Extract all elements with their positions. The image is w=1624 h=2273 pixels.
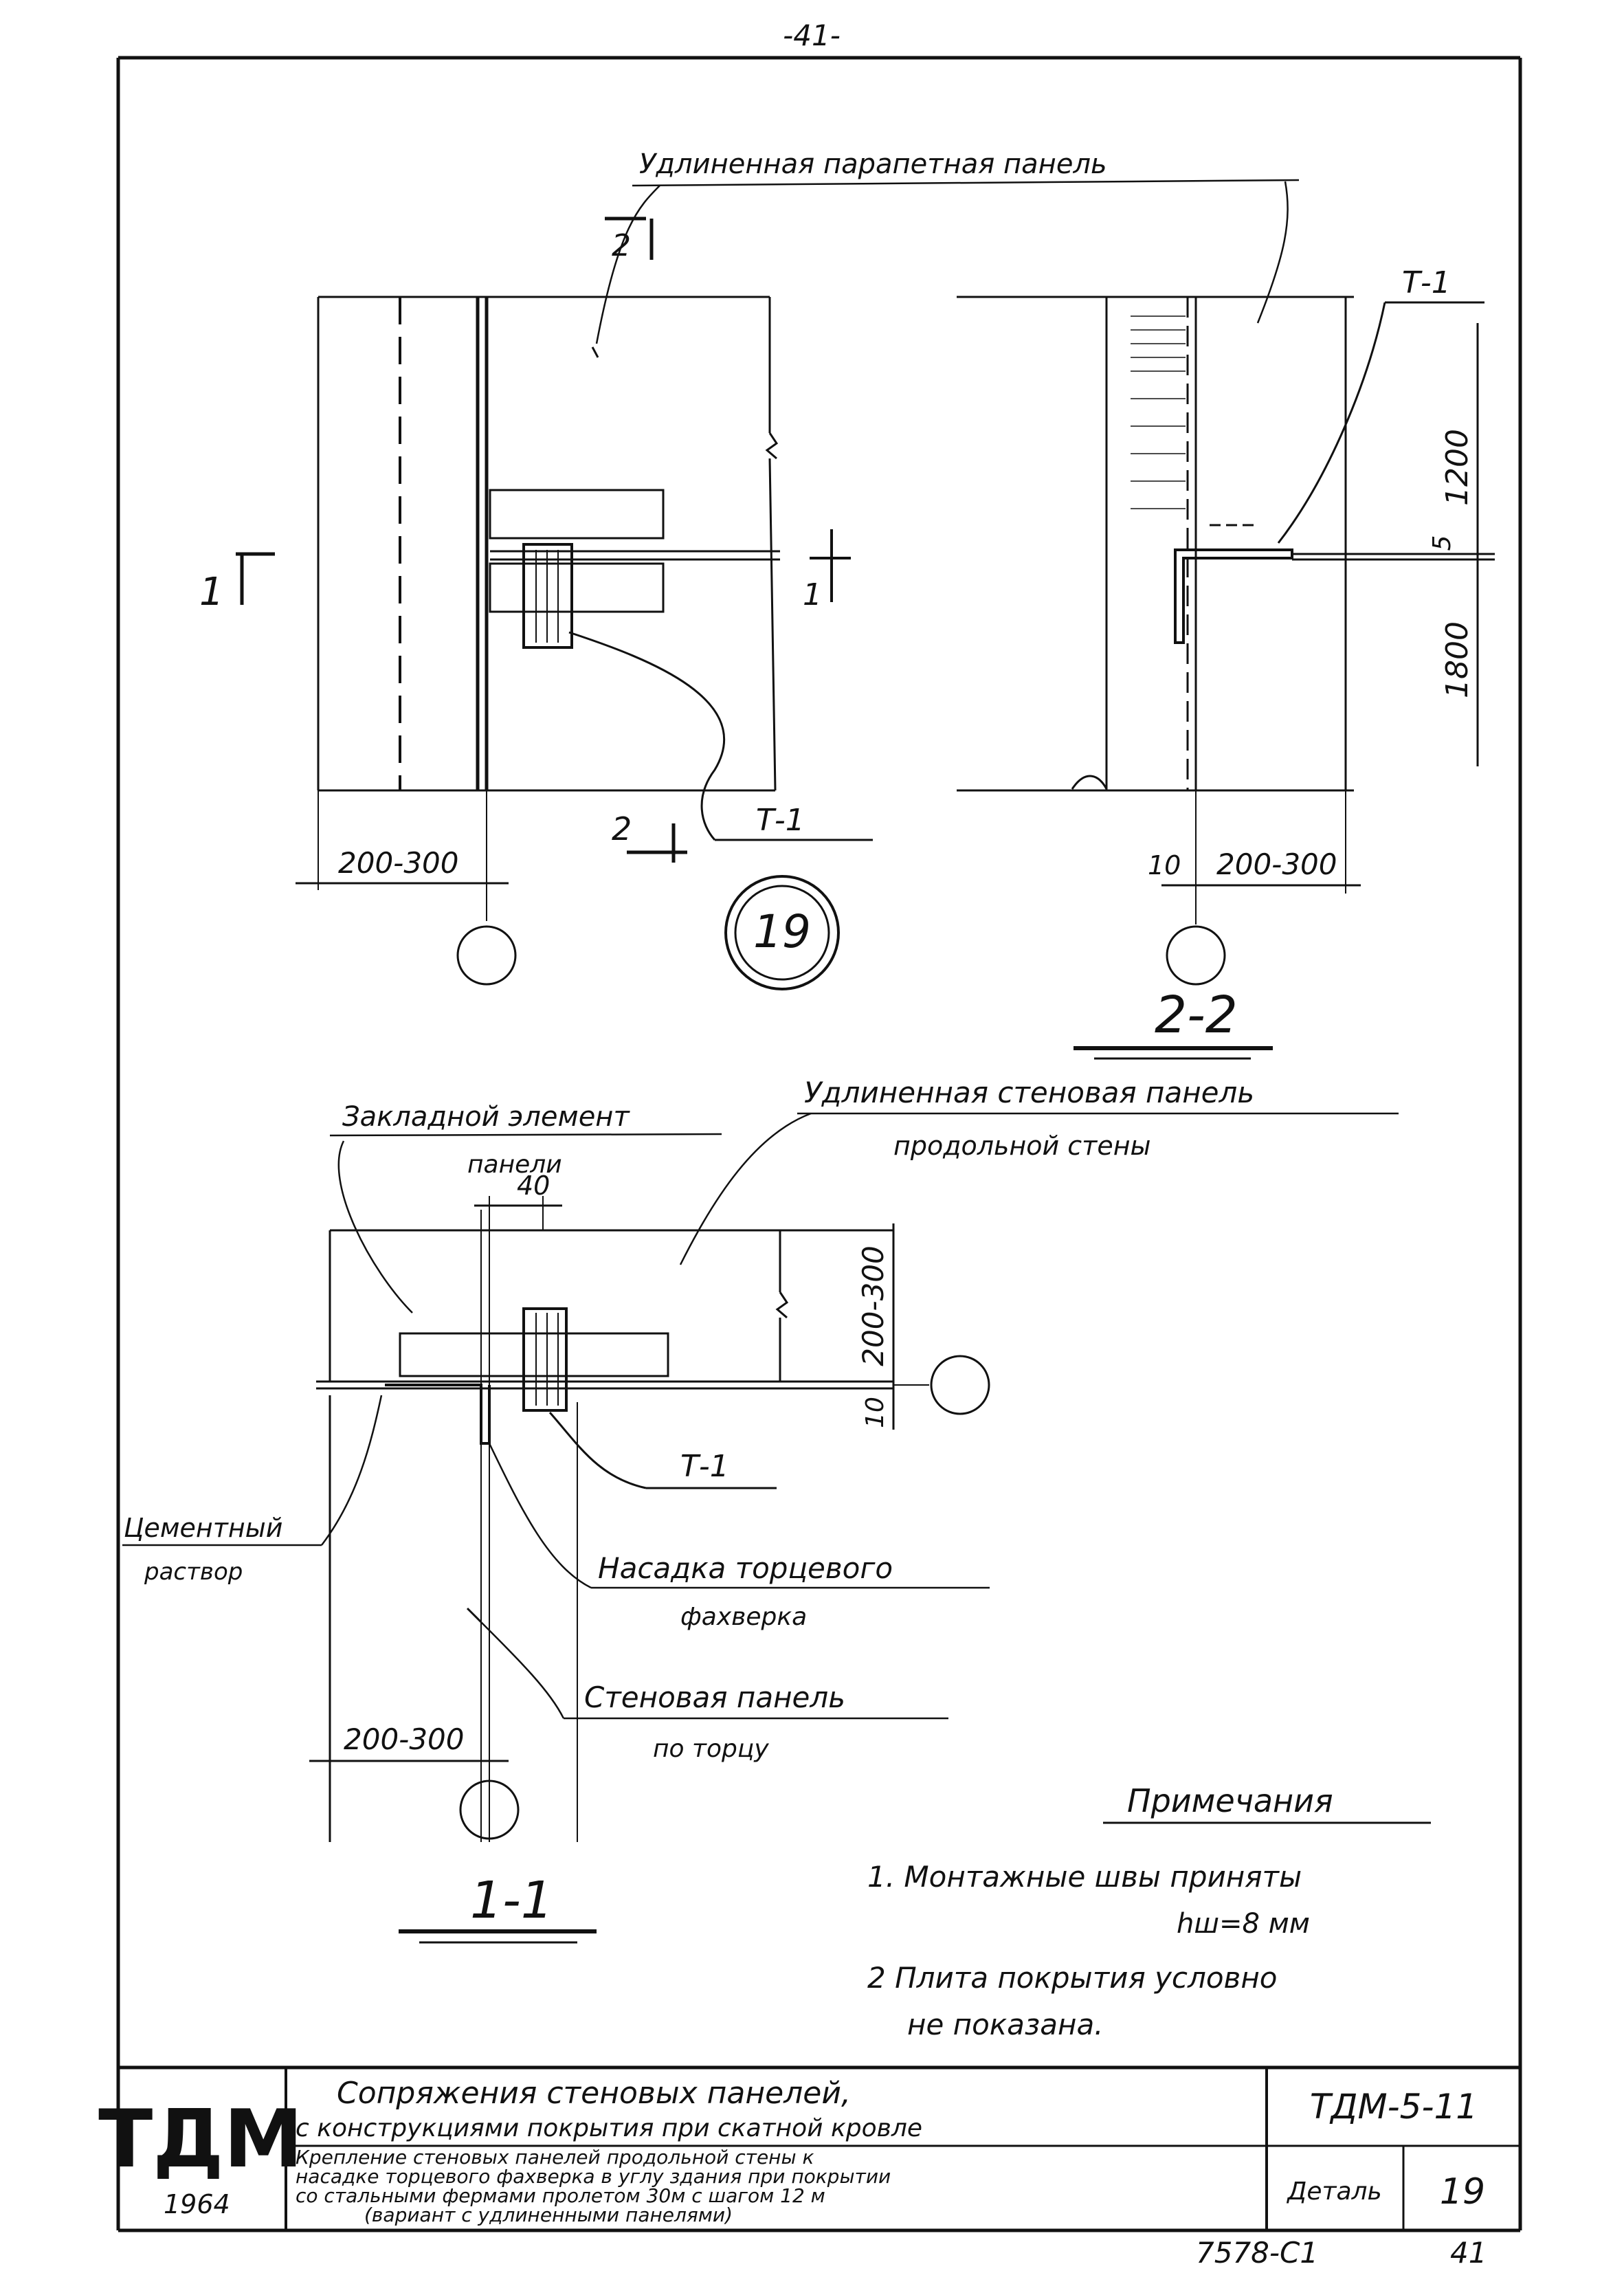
section-2-2-dim-lower: 1800 [1440,621,1475,698]
plan-section-mark-top: 2 [612,228,631,263]
plan-detail-badge: 19 [724,875,840,990]
section-1-1: Закладной элемент панели 40 Удлиненная с… [122,1076,1399,1944]
section-1-1-panel-line1: Удлиненная стеновая панель [804,1076,1254,1109]
page-number: -41- [783,19,841,52]
title-block-code: ТДМ-5-11 [1310,2087,1478,2127]
section-1-1-dim-small: 10 [861,1397,889,1428]
section-1-1-nozzle-line1: Насадка торцевого [598,1551,893,1585]
title-block-subtitle-line1: Крепление стеновых панелей продольной ст… [296,2146,814,2169]
section-1-1-dim-top: 40 [517,1171,550,1201]
section-1-1-axis-marker-right [930,1355,990,1415]
notes-item2-line2: не показана. [907,2008,1104,2041]
plan-axis-marker [456,925,517,986]
plan-section-mark-bottom: 2 [612,810,632,847]
plan-detail-number: 19 [753,905,811,958]
section-1-1-end-panel-line1: Стеновая панель [584,1681,845,1714]
section-1-1-title: 1-1 [470,1871,553,1930]
plan-dim-left: 200-300 [338,846,459,880]
section-2-2-dim-upper: 1200 [1440,429,1475,506]
notes-item1-line1: 1. Монтажные швы приняты [867,1860,1302,1894]
title-block-title-line1: Сопряжения стеновых панелей, [337,2076,851,2111]
section-1-1-embedded-line1: Закладной элемент [342,1101,630,1133]
footer-sheet-number: 41 [1450,2236,1487,2270]
plan-leader-label: Т-1 [756,803,805,838]
section-2-2-dim-gap: 5 [1428,535,1456,551]
plan-view: Удлиненная парапетная панель 2 1 [199,148,1300,990]
sheet-frame [116,56,1522,2232]
title-block-logo: ТДМ [98,2093,303,2186]
section-2-2-axis-marker [1166,925,1226,986]
section-1-1-nozzle-line2: фахверка [680,1603,807,1631]
section-1-1-dim-height: 200-300 [856,1245,890,1366]
section-1-1-axis-marker-bottom [459,1779,520,1840]
section-2-2: Т-1 1200 5 1800 10 200-300 2-2 [957,265,1495,1060]
title-block-detail-label: Деталь [1286,2177,1382,2206]
section-2-2-dim-small: 10 [1148,850,1181,880]
section-1-1-leader-label: Т-1 [680,1449,729,1484]
title-block-subtitle-line2: насадке торцевого фахверка в углу здания… [296,2165,891,2188]
title-block-subtitle-line3: со стальными фермами пролетом 30м с шаго… [296,2184,825,2207]
section-2-2-leader-label: Т-1 [1402,265,1451,300]
plan-section-mark-left: 1 [199,570,224,614]
notes-item1-line2: hш=8 мм [1177,1908,1310,1940]
section-1-1-mortar-line1: Цементный [124,1513,282,1543]
section-1-1-panel-line2: продольной стены [893,1131,1151,1161]
title-block-subtitle-line4: (вариант с удлиненными панелями) [364,2204,733,2226]
section-1-1-end-panel-line2: по торцу [653,1735,769,1763]
plan-panel-label: Удлиненная парапетная панель [639,148,1107,180]
section-1-1-dim-bottom: 200-300 [344,1722,465,1756]
section-2-2-dim-right: 200-300 [1216,847,1337,881]
notes-item2-line1: 2 Плита покрытия условно [867,1961,1277,1995]
footer-sheet-code: 7578-С1 [1196,2236,1318,2270]
section-1-1-embedded-line2: панели [467,1151,562,1179]
title-block-year: 1964 [164,2189,230,2219]
notes-title: Примечания [1127,1782,1333,1819]
section-1-1-mortar-line2: раствор [144,1558,243,1586]
section-2-2-hatching [1131,315,1186,509]
section-2-2-title: 2-2 [1155,986,1238,1045]
title-block-title-line2: с конструкциями покрытия при скатной кро… [296,2114,922,2142]
plan-section-mark-right: 1 [803,577,822,612]
title-block-detail-value: 19 [1440,2171,1485,2213]
notes-block: Примечания 1. Монтажные швы приняты hш=8… [867,1782,1431,2041]
title-block: ТДМ 1964 Сопряжения стеновых панелей, с … [98,2065,1520,2230]
